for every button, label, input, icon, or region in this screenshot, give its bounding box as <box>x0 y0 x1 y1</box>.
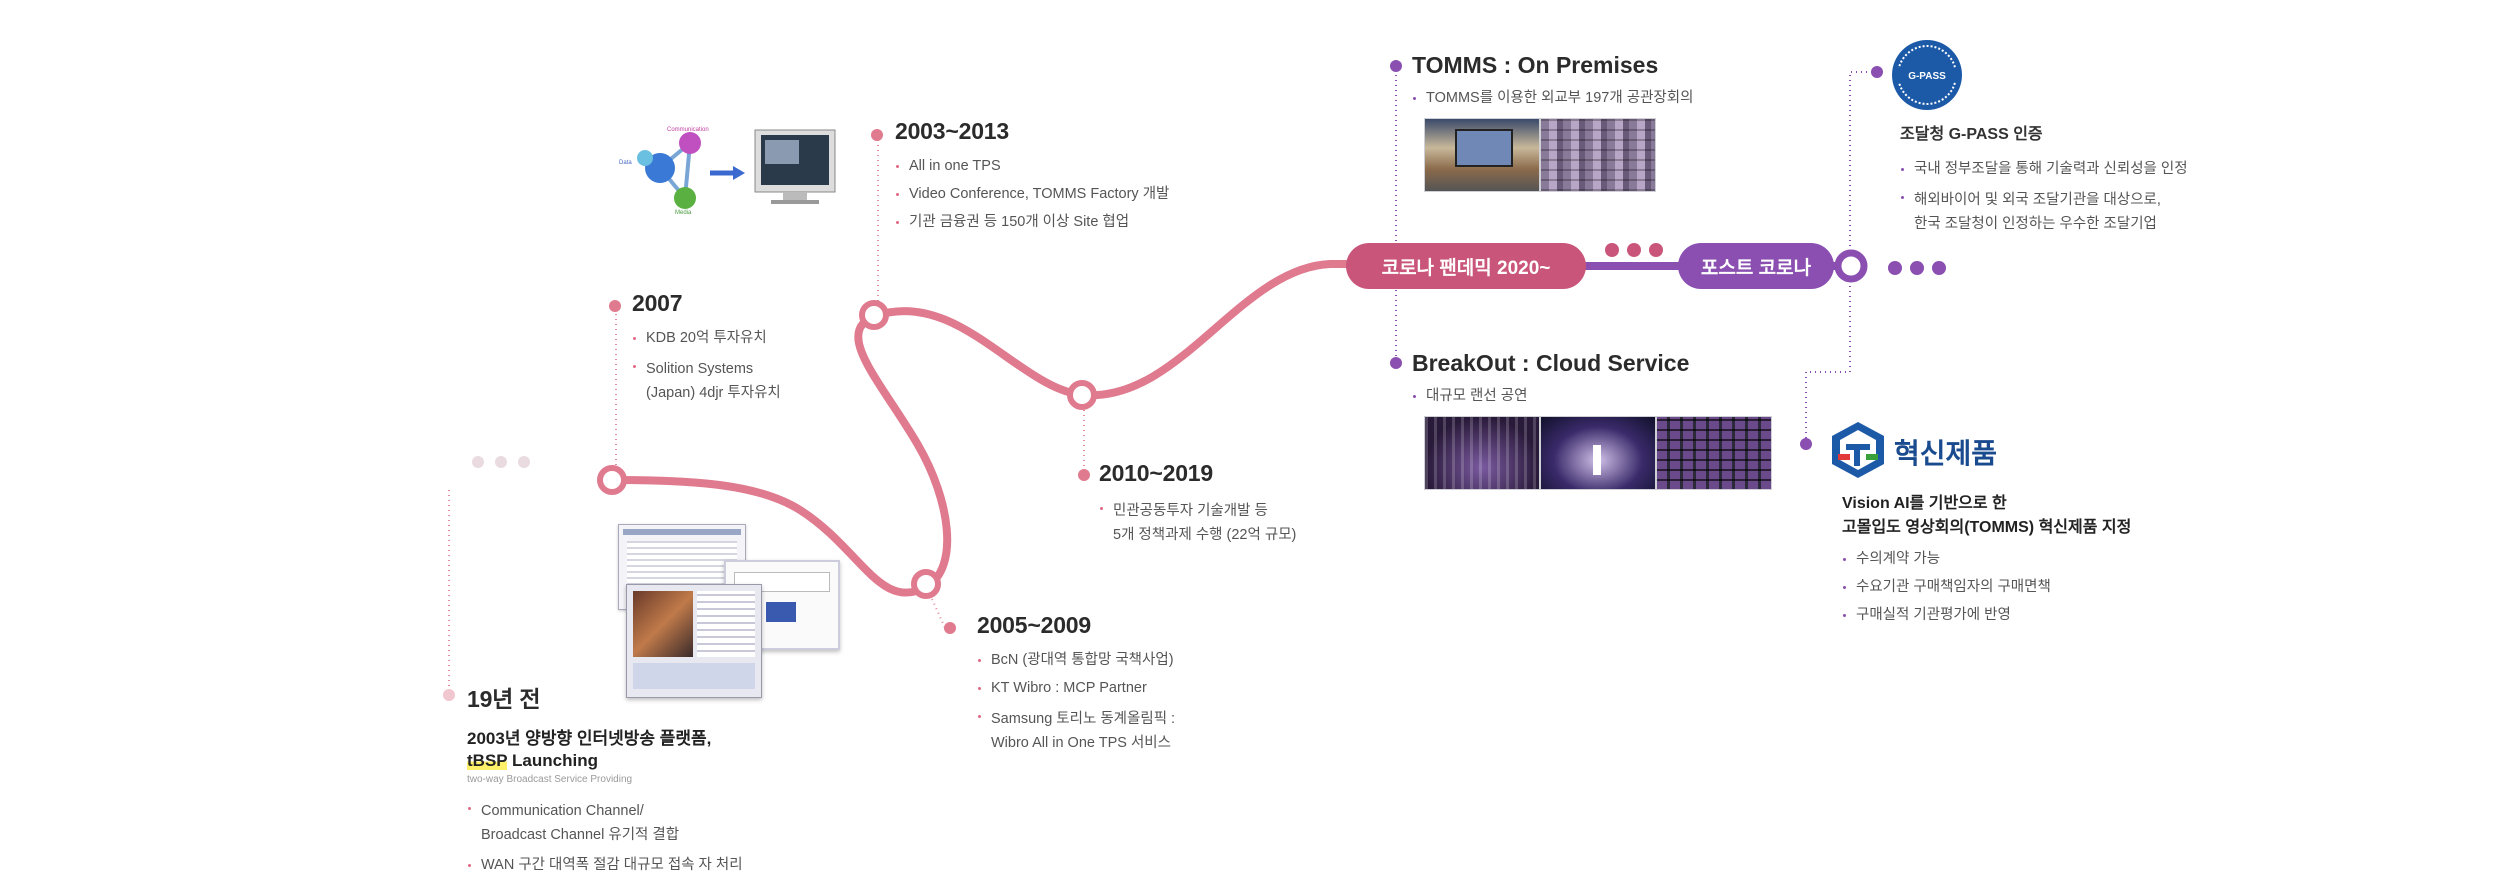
milestone-2005-2009: 2005~2009 BcN (광대역 통합망 국책사업) KT Wibro : … <box>977 612 1175 764</box>
milestone-19-subtitle: two-way Broadcast Service Providing <box>467 774 633 785</box>
dot-19 <box>443 689 455 701</box>
tbsp-screens <box>612 524 840 704</box>
innovation-bullet: 수요기관 구매책임자의 구매면책 <box>1842 578 2131 597</box>
gpass-logo: G-PASS <box>1890 38 1964 112</box>
timeline-nodes <box>597 300 1097 599</box>
milestone-2003-2013-title: 2003~2013 <box>895 118 1009 144</box>
milestone-19-bullet: Communication Channel/ Broadcast Channel… <box>467 799 743 847</box>
milestone-19-title: 19년 전 <box>467 686 541 712</box>
diagram-label-bottom: Media <box>675 210 692 216</box>
node-2007 <box>597 465 627 495</box>
milestone-2003-2013-bullets: All in one TPS Video Conference, TOMMS F… <box>895 157 1169 232</box>
dot-2007 <box>609 300 621 312</box>
leader-gpass <box>1849 71 1877 262</box>
milestone-19-years: 19년 전 2003년 양방향 인터넷방송 플랫폼, tBSP Launchin… <box>467 680 743 884</box>
milestone-2010-2019: 2010~2019 민관공동투자 기술개발 등 5개 정책과제 수행 (22억 … <box>1099 460 1296 556</box>
gpass-bullets: 국내 정부조달을 통해 기술력과 신뢰성을 인정 해외바이어 및 외국 조달기관… <box>1900 160 2188 236</box>
end-dots <box>1888 261 1946 275</box>
milestone-2005-bullet: KT Wibro : MCP Partner <box>977 679 1175 698</box>
innovation-bullet: 수의계약 가능 <box>1842 550 2131 569</box>
between-dots <box>1605 243 1663 257</box>
node-post <box>1834 249 1868 283</box>
diagram-label-top: Communication <box>667 127 709 133</box>
timeline-path-pink <box>608 260 1374 597</box>
dot-2003 <box>871 129 883 141</box>
tbsp-highlight: tBSP <box>467 751 508 770</box>
gpass-bullet: 해외바이어 및 외국 조달기관을 대상으로, 한국 조달청이 인정하는 우수한 … <box>1900 188 2188 236</box>
leader-2005 <box>927 589 946 629</box>
tps-diagram: Communication Data Media <box>615 118 845 218</box>
node-2005 <box>911 569 941 599</box>
innovation-line1: Vision AI를 기반으로 한 <box>1842 495 2007 512</box>
breakout-photo-3 <box>1656 416 1772 490</box>
milestone-19-heading: 2003년 양방향 인터넷방송 플랫폼, tBSP Launching <box>467 728 743 772</box>
milestone-2007-title: 2007 <box>632 290 683 316</box>
milestone-2005-bullet: Samsung 토리노 동계올림픽 : Wibro All in One TPS… <box>977 707 1175 755</box>
dot-2010 <box>1078 469 1090 481</box>
milestone-19-heading-rest: Launching <box>507 751 598 770</box>
milestone-2005-2009-bullets: BcN (광대역 통합망 국책사업) KT Wibro : MCP Partne… <box>977 651 1175 755</box>
milestone-2007-bullet: KDB 20억 투자유치 <box>632 329 781 348</box>
gpass-logo-text: G-PASS <box>1908 71 1946 82</box>
dot-breakout <box>1390 357 1402 369</box>
milestone-2005-bullet: BcN (광대역 통합망 국책사업) <box>977 651 1175 670</box>
innovation-emblem-icon <box>1832 422 1884 478</box>
milestone-2005-2009-title: 2005~2009 <box>977 612 1091 638</box>
dot-tomms <box>1390 60 1402 72</box>
milestone-19-heading-line2: tBSP Launching <box>467 750 743 772</box>
leader-lines <box>448 140 1085 690</box>
dot-innovation <box>1800 438 1812 450</box>
innovation-bullets: 수의계약 가능 수요기관 구매책임자의 구매면책 구매실적 기관평가에 반영 <box>1842 550 2131 625</box>
milestone-2010-2019-title: 2010~2019 <box>1099 460 1213 486</box>
breakout-photo-1 <box>1424 416 1540 490</box>
breakout-section: BreakOut : Cloud Service 대규모 랜선 공연 <box>1412 350 1689 415</box>
innovation-logo-title: 혁신제품 <box>1894 438 1998 469</box>
breakout-bullets: 대규모 랜선 공연 <box>1412 387 1689 406</box>
breakout-bullet: 대규모 랜선 공연 <box>1412 387 1689 406</box>
milestone-19-heading-line1: 2003년 양방향 인터넷방송 플랫폼, <box>467 729 712 748</box>
milestone-2007-bullet: Solition Systems (Japan) 4djr 투자유치 <box>632 357 781 405</box>
dot-2005 <box>944 622 956 634</box>
leader-innovation <box>1805 286 1851 444</box>
milestone-2007: 2007 KDB 20억 투자유치 Solition Systems (Japa… <box>632 290 781 414</box>
innovation-section: Vision AI를 기반으로 한 고몰입도 영상회의(TOMMS) 혁신제품 … <box>1842 492 2131 634</box>
milestone-2003-bullet: All in one TPS <box>895 157 1169 176</box>
milestone-2003-bullet: Video Conference, TOMMS Factory 개발 <box>895 185 1169 204</box>
milestone-2003-2013: 2003~2013 All in one TPS Video Conferenc… <box>895 118 1169 241</box>
tomms-bullet: TOMMS를 이용한 외교부 197개 공관장회의 <box>1412 89 1693 108</box>
diagram-label-left: Data <box>619 160 632 166</box>
milestone-2010-bullet: 민관공동투자 기술개발 등 5개 정책과제 수행 (22억 규모) <box>1099 499 1296 547</box>
innovation-bullet: 구매실적 기관평가에 반영 <box>1842 606 2131 625</box>
milestone-2010-2019-bullets: 민관공동투자 기술개발 등 5개 정책과제 수행 (22억 규모) <box>1099 499 1296 547</box>
node-2010 <box>1067 380 1097 410</box>
node-2003 <box>859 300 889 330</box>
milestone-19-bullets: Communication Channel/ Broadcast Channel… <box>467 799 743 875</box>
start-dots <box>472 456 530 468</box>
tomms-bullets: TOMMS를 이용한 외교부 197개 공관장회의 <box>1412 89 1693 108</box>
tomms-photo-1 <box>1424 118 1540 192</box>
breakout-photo-2 <box>1540 416 1656 490</box>
gpass-section: 조달청 G-PASS 인증 국내 정부조달을 통해 기술력과 신뢰성을 인정 해… <box>1900 120 2188 245</box>
tomms-section: TOMMS : On Premises TOMMS를 이용한 외교부 197개 … <box>1412 52 1693 117</box>
dot-gpass <box>1871 66 1883 78</box>
breakout-title: BreakOut : Cloud Service <box>1412 350 1690 376</box>
gpass-title: 조달청 G-PASS 인증 <box>1900 126 2043 143</box>
post-corona-pill: 포스트 코로나 <box>1678 243 1834 289</box>
gpass-bullet: 국내 정부조달을 통해 기술력과 신뢰성을 인정 <box>1900 160 2188 179</box>
tomms-photo-2 <box>1540 118 1656 192</box>
tps-diagram-svg: Communication Data Media <box>619 127 836 216</box>
corona-pandemic-pill: 코로나 팬데믹 2020~ <box>1346 243 1586 289</box>
leader-lines-purple <box>1395 70 1877 444</box>
gpass-seal-icon: G-PASS <box>1892 40 1962 110</box>
innovation-line2: 고몰입도 영상회의(TOMMS) 혁신제품 지정 <box>1842 519 2132 536</box>
tomms-title: TOMMS : On Premises <box>1412 52 1659 78</box>
innovation-logo: 혁신제품 <box>1830 420 2050 482</box>
milestone-19-bullet: WAN 구간 대역폭 절감 대규모 접속 자 처리 <box>467 856 743 875</box>
milestone-2007-bullets: KDB 20억 투자유치 Solition Systems (Japan) 4d… <box>632 329 781 405</box>
milestone-2003-bullet: 기관 금융권 등 150개 이상 Site 협업 <box>895 213 1169 232</box>
